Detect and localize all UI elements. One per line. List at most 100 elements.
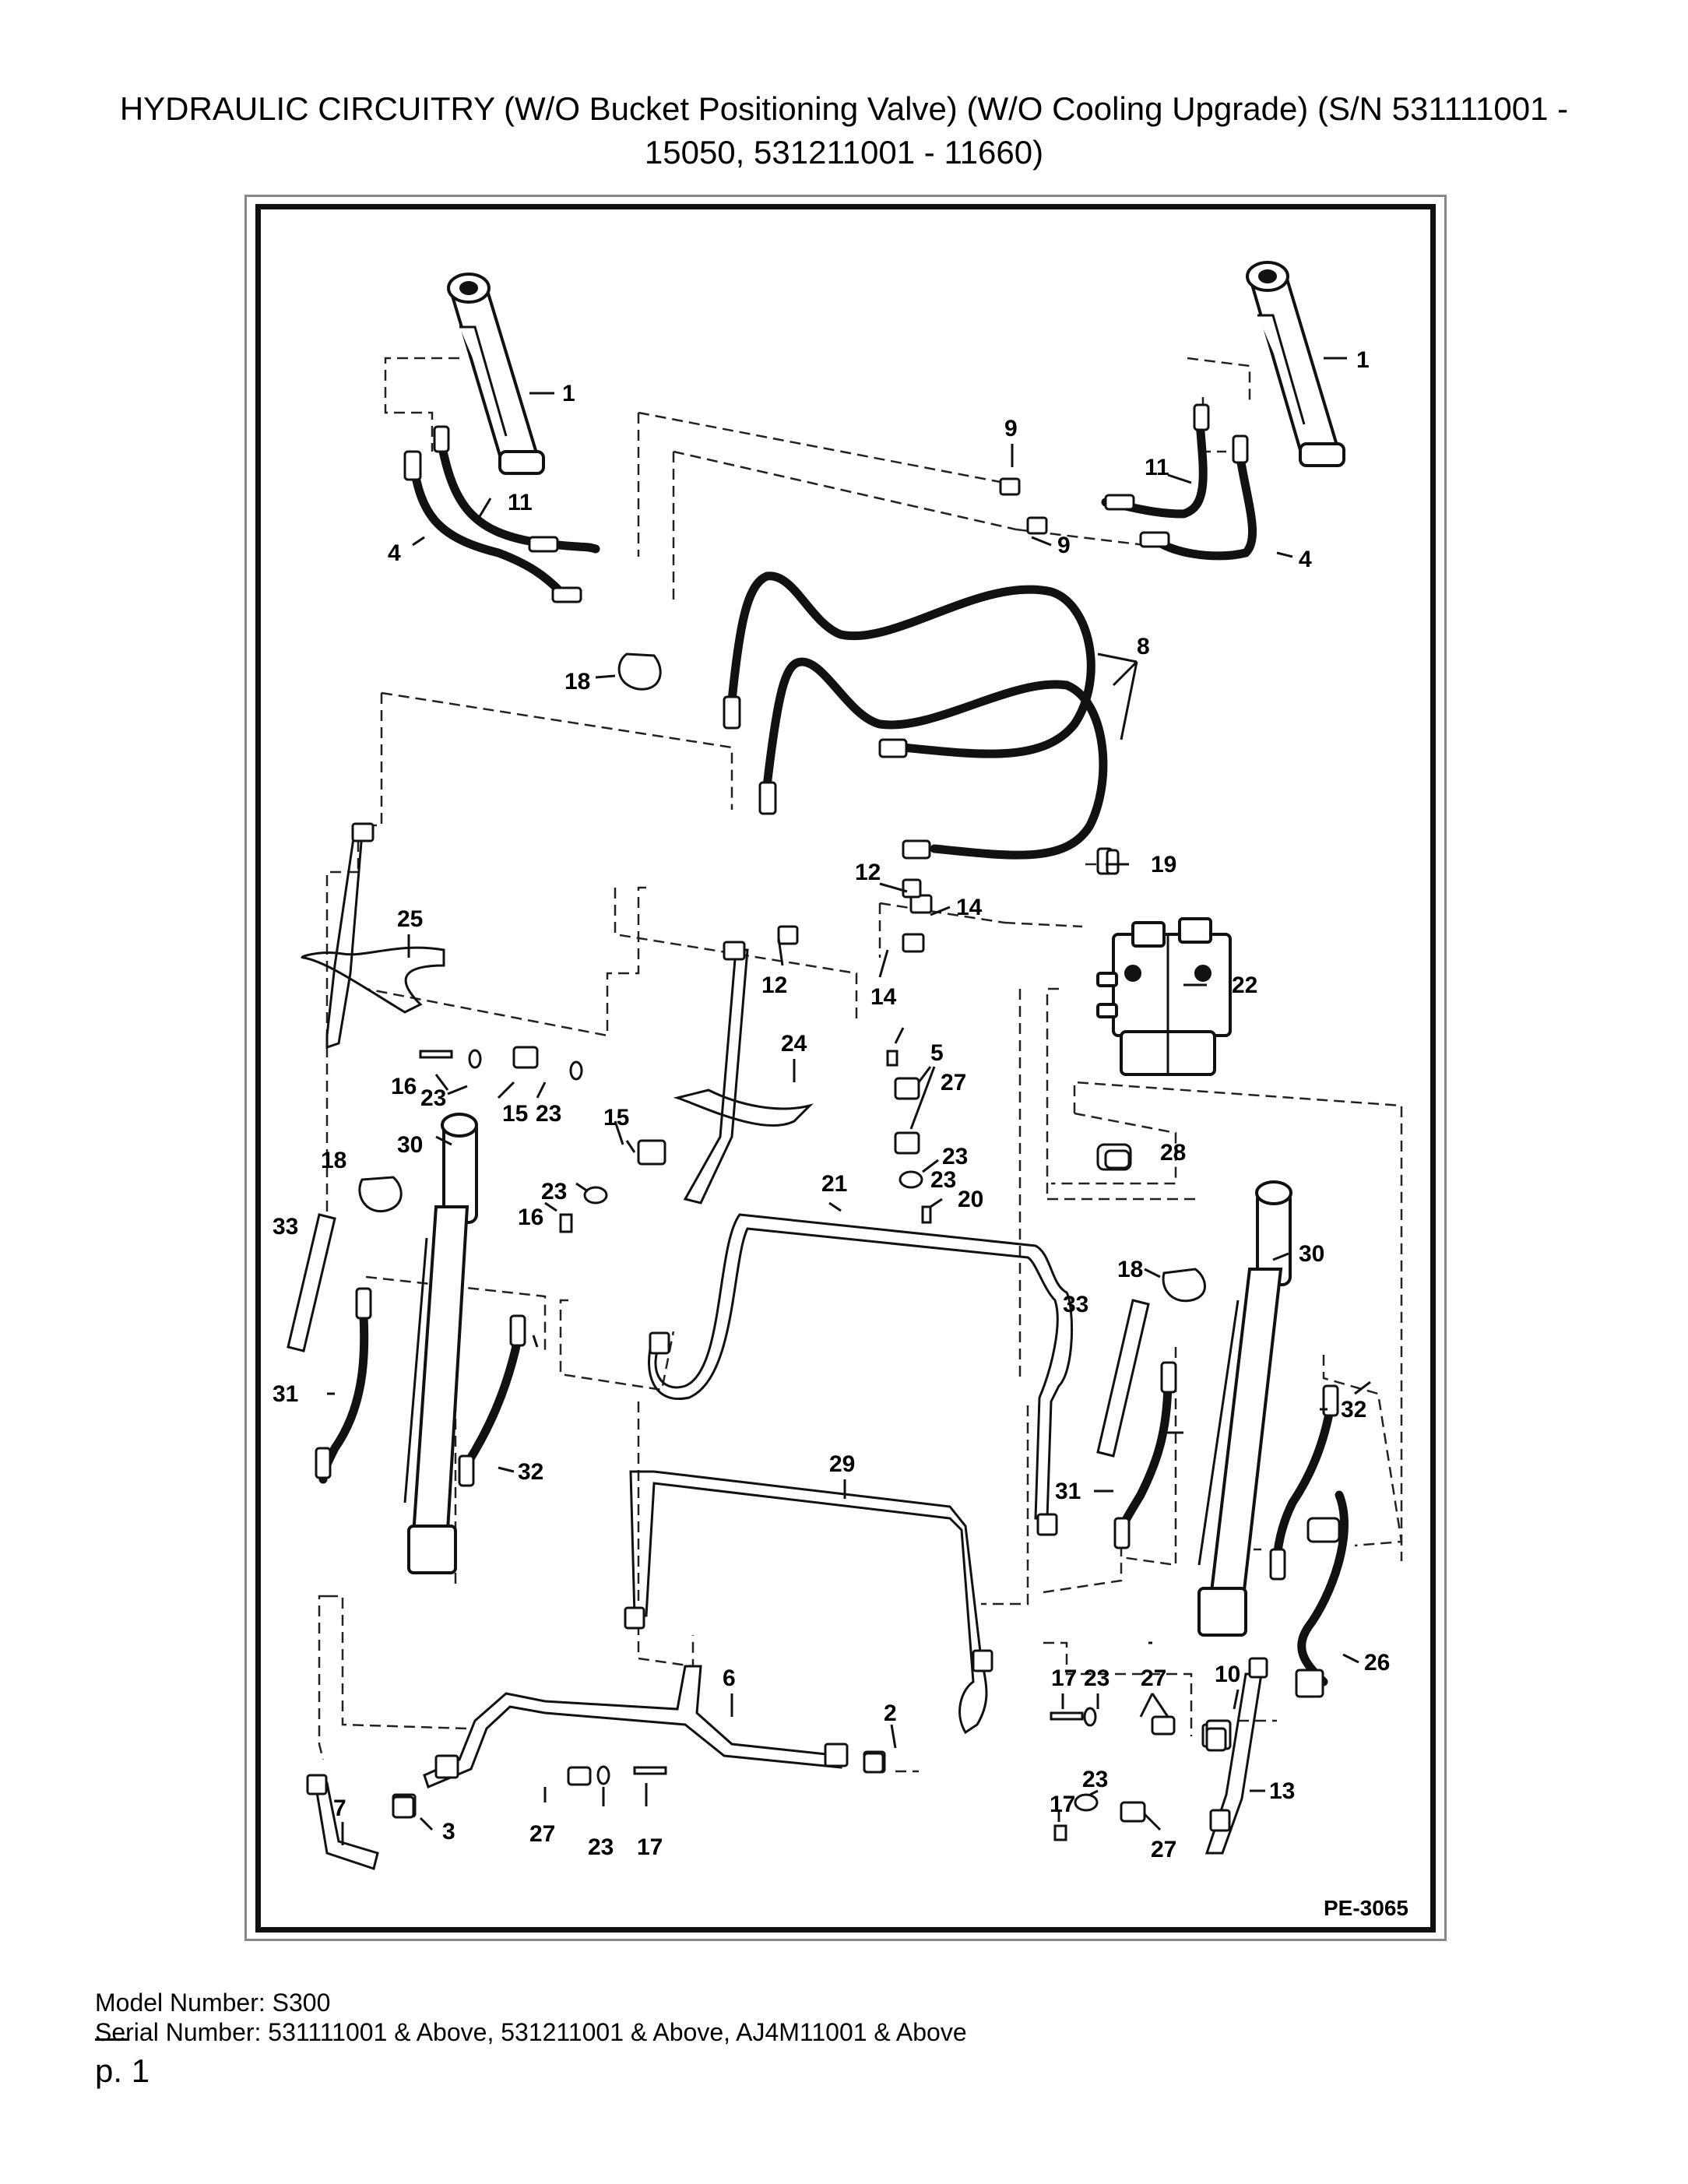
o-ring-18-right <box>1162 1268 1206 1303</box>
bolt-16-b <box>559 1213 573 1233</box>
hose-fittings <box>315 403 1339 1581</box>
callout-18-right: 18 <box>1117 1257 1143 1282</box>
hose-26 <box>1297 1490 1349 1686</box>
callout-labels: 1 1 2 3 4 4 5 6 7 8 9 9 10 11 11 12 12 1… <box>273 347 1390 1862</box>
washer-23-b <box>569 1060 583 1081</box>
bolt-17-a <box>1050 1711 1084 1721</box>
callout-23-h: 23 <box>930 1167 956 1193</box>
washer-23-c <box>583 1186 608 1205</box>
model-number: Model Number: S300 <box>95 1989 331 2017</box>
clamp-27-e <box>567 1766 592 1786</box>
callout-30-left: 30 <box>397 1132 423 1158</box>
callout-23-b: 23 <box>536 1101 561 1127</box>
callout-32-right: 32 <box>1341 1397 1366 1423</box>
callout-31-left: 31 <box>273 1381 298 1407</box>
fitting-2 <box>863 1752 884 1774</box>
tube-25-loop <box>301 946 445 1014</box>
callout-2: 2 <box>884 1700 897 1726</box>
callout-27-right: 27 <box>1141 1665 1166 1691</box>
bolt-17-b <box>1053 1824 1067 1841</box>
o-ring-18-top <box>617 652 662 691</box>
title-line-1: HYDRAULIC CIRCUITRY (W/O Bucket Position… <box>119 90 1569 127</box>
tube-7 <box>314 1781 379 1870</box>
callout-28: 28 <box>1160 1140 1186 1166</box>
page-number: p. 1 <box>95 2052 150 2089</box>
hose-4-right <box>1148 439 1257 561</box>
callout-30-right: 30 <box>1299 1241 1324 1267</box>
callout-19: 19 <box>1151 852 1176 877</box>
lift-cylinder-left <box>447 273 545 475</box>
callout-14-left: 14 <box>870 984 897 1010</box>
tube-6 <box>423 1665 842 1789</box>
callout-22: 22 <box>1232 972 1257 998</box>
callout-5: 5 <box>930 1040 944 1066</box>
o-ring-18-left <box>358 1176 403 1213</box>
callout-23-e: 23 <box>1084 1665 1110 1691</box>
heat-shields <box>287 1213 1150 1458</box>
control-valve <box>1096 917 1232 1076</box>
callout-4-left: 4 <box>388 540 401 566</box>
washer-23-e <box>1083 1707 1097 1727</box>
callout-23-f: 23 <box>1082 1767 1108 1792</box>
callout-23-g: 23 <box>588 1834 614 1860</box>
tube-25 <box>325 832 364 1050</box>
hose-32-left <box>462 1335 522 1468</box>
hose-8b <box>762 657 1108 860</box>
fitting-28 <box>1104 1149 1131 1169</box>
callout-16-mid: 16 <box>518 1205 543 1230</box>
callout-7: 7 <box>333 1795 346 1821</box>
document-title: HYDRAULIC CIRCUITRY (W/O Bucket Position… <box>70 87 1618 174</box>
callout-10: 10 <box>1215 1662 1240 1687</box>
serial-number: Serial Number: 531111001 & Above, 531211… <box>95 2018 967 2046</box>
fitting-19 <box>1106 849 1120 875</box>
callout-29: 29 <box>829 1451 855 1477</box>
callout-12-left: 12 <box>761 972 787 998</box>
callout-leaders <box>327 357 1371 1845</box>
callout-11-right: 11 <box>1145 455 1169 480</box>
callout-26: 26 <box>1364 1650 1390 1676</box>
callout-27-lower: 27 <box>1151 1837 1176 1862</box>
sleeve-33-right <box>1096 1299 1150 1458</box>
callout-8: 8 <box>1137 634 1150 659</box>
callout-33-left: 33 <box>273 1214 298 1240</box>
washer-23-a <box>468 1049 482 1069</box>
tube-13 <box>1204 1672 1263 1855</box>
callout-25: 25 <box>397 906 423 932</box>
hose-11-left <box>435 431 600 554</box>
callout-4-right: 4 <box>1299 547 1312 572</box>
callout-27-bottom: 27 <box>529 1821 555 1847</box>
fitting-3 <box>392 1795 415 1819</box>
hose-4-left <box>408 455 565 596</box>
clamp-27-a <box>894 1077 920 1100</box>
callout-18-top: 18 <box>564 669 590 695</box>
diagram-inner-frame <box>255 204 1436 1933</box>
tilt-cylinder-left <box>403 1113 478 1574</box>
callout-17-lower: 17 <box>1050 1792 1075 1817</box>
callout-11-left: 11 <box>508 490 533 515</box>
callout-21: 21 <box>821 1171 847 1197</box>
hose-8a <box>727 571 1095 758</box>
clamp-15-b <box>637 1139 666 1166</box>
figure-code: PE-3065 <box>1324 1896 1408 1920</box>
bolt-5 <box>886 1050 899 1067</box>
lift-cylinder-right <box>1246 261 1345 467</box>
hose-32-right <box>1272 1397 1336 1570</box>
callout-32-left: 32 <box>518 1459 543 1485</box>
tube-24 <box>683 948 749 1205</box>
callout-33-right: 33 <box>1063 1292 1088 1317</box>
small-hardware <box>358 652 1227 1841</box>
clamp-27-d <box>1120 1801 1146 1823</box>
callout-31-right: 31 <box>1055 1479 1081 1504</box>
callout-17-right: 17 <box>1051 1665 1077 1691</box>
washer-23-d <box>899 1170 923 1189</box>
bolt-16-a <box>419 1050 453 1059</box>
callout-20: 20 <box>958 1187 983 1212</box>
callout-23-a: 23 <box>420 1085 446 1111</box>
clamp-27-b <box>894 1131 920 1155</box>
callout-6: 6 <box>723 1665 736 1691</box>
callout-23-c: 23 <box>541 1179 567 1205</box>
callout-17-bottom: 17 <box>637 1834 663 1860</box>
bolt-20 <box>921 1205 932 1224</box>
page-rule <box>95 2038 129 2041</box>
